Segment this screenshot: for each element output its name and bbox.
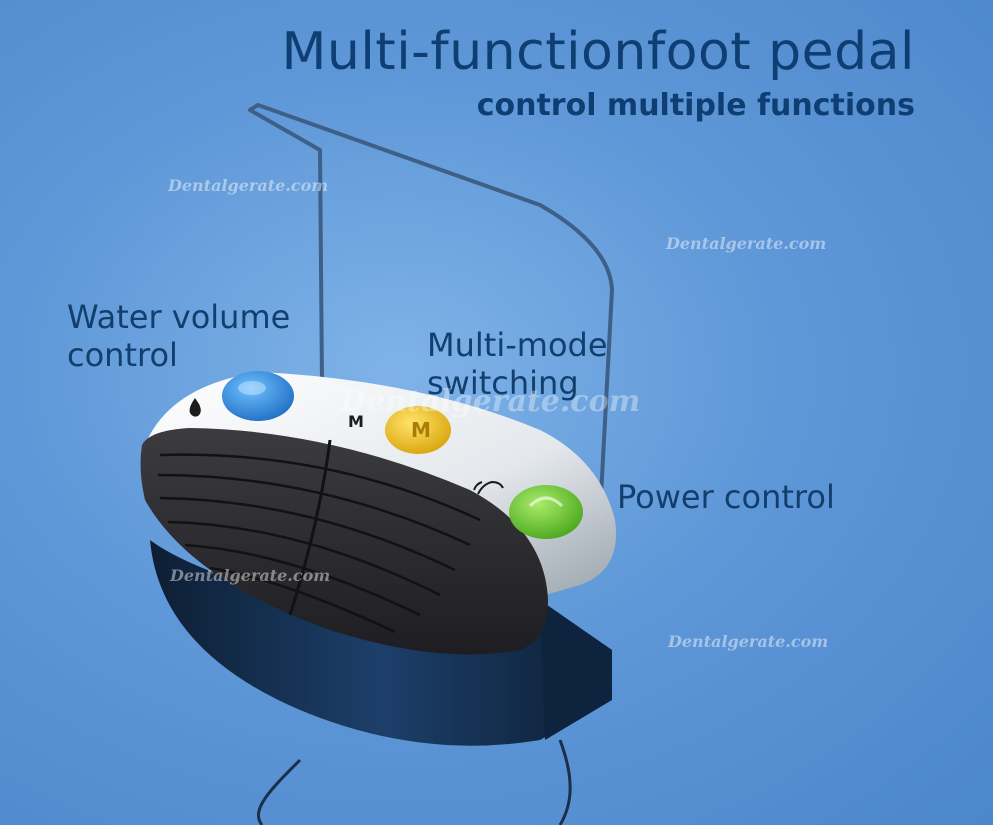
- mode-switch-button[interactable]: [385, 406, 451, 454]
- water-volume-label-line1: Water volume: [67, 298, 291, 336]
- watermark: Dentalgerate.com: [666, 234, 827, 253]
- multi-mode-label: Multi-mode switching: [427, 326, 608, 402]
- water-volume-label: Water volume control: [67, 298, 290, 374]
- wave-icon: [473, 480, 504, 495]
- water-volume-button[interactable]: [222, 371, 294, 421]
- pedal-cable: [256, 758, 302, 825]
- mode-key-label: M: [348, 412, 364, 431]
- watermark: Dentalgerate.com: [168, 176, 329, 195]
- power-control-button[interactable]: [509, 485, 583, 539]
- pad-grooves: [157, 439, 481, 634]
- multi-mode-label-line1: Multi-mode: [427, 326, 608, 364]
- foot-pad: [140, 428, 548, 655]
- base-side-panel: [540, 600, 612, 740]
- power-control-label: Power control: [617, 478, 835, 516]
- handle-bar: [248, 103, 614, 516]
- page-subtitle: control multiple functions: [476, 88, 915, 123]
- mode-button-letter: M: [411, 418, 431, 442]
- water-drop-icon: [189, 398, 201, 417]
- watermark: Dentalgerate.com: [340, 384, 641, 419]
- watermark: Dentalgerate.com: [668, 632, 829, 651]
- watermark: Dentalgerate.com: [170, 566, 331, 585]
- multi-mode-label-line2: switching: [427, 364, 579, 402]
- page-title: Multi-functionfoot pedal: [281, 22, 915, 82]
- water-volume-label-line2: control: [67, 336, 178, 374]
- pedal-cable-right: [558, 739, 572, 825]
